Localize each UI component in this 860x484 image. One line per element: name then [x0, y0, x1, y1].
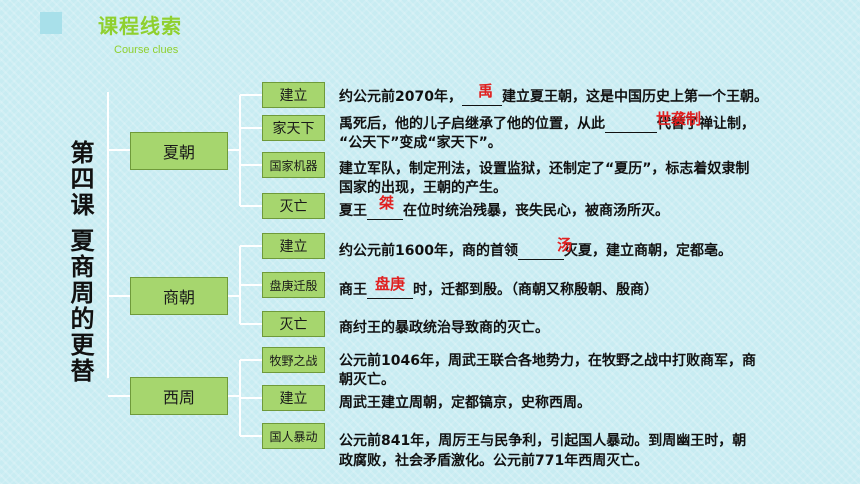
answer-hereditary: 世袭制	[656, 110, 702, 128]
corner-decoration	[40, 12, 62, 34]
zhou-desc-muye: 公元前1046年，周武王联合各地势力，在牧野之战中打败商军，商	[339, 353, 756, 369]
zhou-desc-establish: 周武王建立周朝，定都镐京，史称西周。	[339, 395, 591, 411]
node-zhou-riot: 国人暴动	[262, 423, 325, 449]
node-xia-family-rule: 家天下	[262, 115, 325, 141]
zhou-desc-muye-2: 朝灭亡。	[339, 372, 395, 388]
zhou-desc-riot-2: 政腐败，社会矛盾激化。公元前771年西周灭亡。	[339, 453, 649, 469]
lesson-title: 第四课夏商周的更替	[60, 140, 100, 384]
xia-desc-fall: 夏王在位时统治残暴，丧失民心，被商汤所灭。	[339, 203, 669, 220]
shang-desc-establish: 约公元前1600年，商的首领灭夏，建立商朝，定都亳。	[339, 243, 732, 260]
xia-desc-state-machine: 建立军队，制定刑法，设置监狱，还制定了“夏历”，标志着奴隶制	[339, 161, 750, 177]
node-shang-establish: 建立	[262, 233, 325, 259]
node-xia-state-machine: 国家机器	[262, 152, 325, 178]
node-shang-fall: 灭亡	[262, 311, 325, 337]
xia-desc-state-machine-2: 国家的出现，王朝的产生。	[339, 180, 507, 196]
answer-tang: 汤	[557, 236, 573, 254]
dynasty-shang: 商朝	[130, 277, 228, 315]
xia-desc-family-rule: 禹死后，他的儿子启继承了他的位置，从此代替了禅让制，	[339, 116, 755, 133]
lesson-name: 夏商周的更替	[66, 228, 94, 384]
node-xia-establish: 建立	[262, 82, 325, 108]
lesson-number: 第四课	[66, 140, 94, 218]
node-xia-fall: 灭亡	[262, 193, 325, 219]
node-shang-move-capital: 盘庚迁殷	[262, 272, 325, 298]
node-zhou-establish: 建立	[262, 385, 325, 411]
xia-desc-establish: 约公元前2070年，建立夏王朝，这是中国历史上第一个王朝。	[339, 89, 768, 106]
answer-pangeng: 盘庚	[375, 275, 406, 293]
dynasty-western-zhou: 西周	[130, 377, 228, 415]
header-title: 课程线索	[98, 14, 182, 38]
shang-desc-move-capital: 商王时，迁都到殷。（商朝又称殷朝、殷商）	[339, 282, 658, 299]
node-zhou-muye-battle: 牧野之战	[262, 347, 325, 373]
xia-desc-family-rule-2: “公天下”变成“家天下”。	[339, 135, 502, 151]
answer-yu: 禹	[478, 82, 494, 100]
answer-jie: 桀	[379, 194, 395, 212]
zhou-desc-riot: 公元前841年，周厉王与民争利，引起国人暴动。到周幽王时，朝	[339, 433, 747, 449]
dynasty-xia: 夏朝	[130, 132, 228, 170]
header-subtitle: Course clues	[114, 44, 179, 56]
shang-desc-fall: 商纣王的暴政统治导致商的灭亡。	[339, 320, 549, 336]
